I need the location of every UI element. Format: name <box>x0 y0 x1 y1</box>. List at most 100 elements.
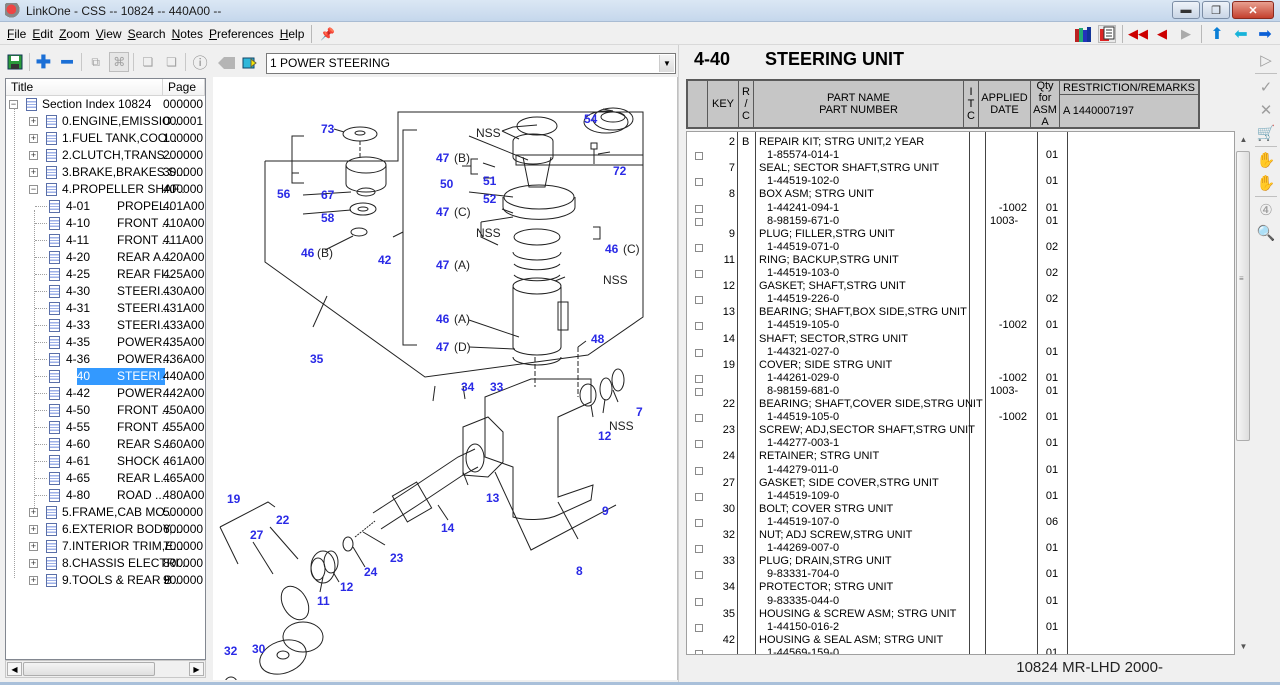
select-checkbox[interactable] <box>695 649 703 654</box>
hand-add-icon[interactable]: ✋ <box>1256 152 1276 169</box>
select-checkbox[interactable] <box>695 571 703 580</box>
expand-toggle-icon[interactable]: + <box>29 558 38 568</box>
menu-help[interactable]: Help <box>279 26 305 41</box>
check-icon[interactable]: ✓ <box>1259 79 1273 96</box>
callout-33[interactable]: 33 <box>490 380 504 394</box>
callout-73[interactable]: 73 <box>321 122 335 136</box>
tree-horizontal-scrollbar[interactable]: ◀ ▶ <box>5 660 206 678</box>
header-itc[interactable]: I T C <box>964 81 979 127</box>
magnify-globe-icon[interactable]: 🔍 <box>1256 225 1276 242</box>
select-checkbox[interactable] <box>695 152 703 161</box>
column-page[interactable]: Page <box>163 79 205 95</box>
save-icon[interactable] <box>5 52 25 72</box>
column-title[interactable]: Title <box>6 79 163 95</box>
callout-7[interactable]: 7 <box>636 405 643 419</box>
menu-search[interactable]: Search <box>127 26 166 41</box>
paste-special-icon[interactable]: ❏ <box>166 55 177 69</box>
select-checkbox[interactable] <box>695 466 703 475</box>
select-checkbox[interactable] <box>695 414 703 423</box>
header-applied-date[interactable]: APPLIED DATE <box>979 81 1031 127</box>
callout-42[interactable]: 42 <box>378 253 392 267</box>
header-rc[interactable]: R / C <box>739 81 754 127</box>
select-checkbox[interactable] <box>695 623 703 632</box>
callout-46[interactable]: 46 <box>605 242 619 256</box>
callout-12[interactable]: 12 <box>598 429 612 443</box>
books-icon[interactable] <box>1074 25 1092 43</box>
tree-item-section[interactable]: +8.CHASSIS ELECTRI...800000 <box>6 555 205 572</box>
scroll-left-arrow[interactable]: ◀ <box>7 662 22 676</box>
expand-toggle-icon[interactable]: + <box>29 524 38 534</box>
tree-item-section[interactable]: +1.FUEL TANK,COO...100000 <box>6 130 205 147</box>
header-remarks[interactable]: RESTRICTION/REMARKS A 1440007197 <box>1060 81 1198 127</box>
callout-11[interactable]: 11 <box>317 594 330 608</box>
select-checkbox[interactable] <box>695 322 703 331</box>
header-key[interactable]: KEY <box>708 81 739 127</box>
expand-toggle-icon[interactable]: + <box>29 167 38 177</box>
copy-icon[interactable]: ⧉ <box>91 54 100 69</box>
callout-27[interactable]: 27 <box>250 528 264 542</box>
parts-vertical-scrollbar[interactable]: ▲ ≡ ▼ <box>1235 131 1252 655</box>
callout-58[interactable]: 58 <box>321 211 335 225</box>
callout-35[interactable]: 35 <box>310 352 324 366</box>
callout-14[interactable]: 14 <box>441 521 455 535</box>
expand-toggle-icon[interactable]: + <box>29 133 38 143</box>
info-icon[interactable]: ⓘ <box>192 54 208 72</box>
callout-48[interactable]: 48 <box>591 332 605 346</box>
collapse-minus-icon[interactable]: ━ <box>61 51 73 72</box>
scroll-right-arrow[interactable]: ▶ <box>189 662 204 676</box>
menu-zoom[interactable]: Zoom <box>59 26 90 41</box>
callout-19[interactable]: 19 <box>227 492 241 506</box>
hierarchy-icon[interactable]: ⌘ <box>109 52 130 72</box>
scroll-thumb[interactable] <box>1236 151 1250 441</box>
collapse-toggle-icon[interactable]: − <box>29 184 38 194</box>
cart-icon[interactable]: 🛒 <box>1256 125 1276 142</box>
callout-47[interactable]: 47 <box>436 340 450 354</box>
note-icon[interactable]: ④ <box>1259 202 1273 219</box>
select-checkbox[interactable] <box>695 518 703 527</box>
callout-51[interactable]: 51 <box>483 174 497 188</box>
menu-notes[interactable]: Notes <box>171 26 203 41</box>
select-checkbox[interactable] <box>695 374 703 383</box>
expand-toggle-icon[interactable]: + <box>29 507 38 517</box>
expand-plus-icon[interactable]: ✚ <box>35 51 51 72</box>
pane-splitter[interactable] <box>678 45 684 685</box>
hand-remove-icon[interactable]: ✋ <box>1256 175 1276 192</box>
previous-diagram-icon[interactable] <box>218 56 236 70</box>
document-list-icon[interactable] <box>1098 25 1116 43</box>
expand-toggle-icon[interactable]: + <box>29 541 38 551</box>
